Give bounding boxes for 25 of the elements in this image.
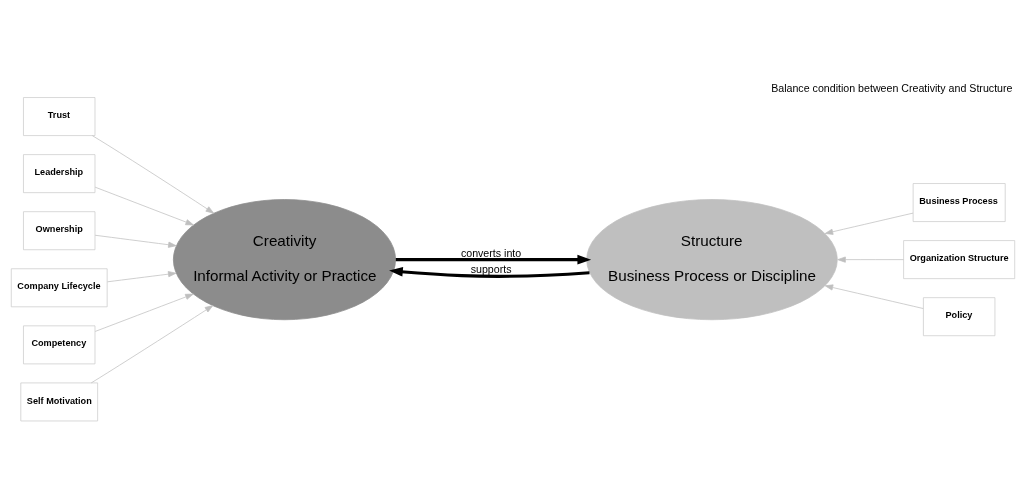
arrow: [837, 256, 904, 263]
node-box: Leadership: [23, 154, 96, 194]
node-box: Trust: [23, 97, 96, 136]
node-ellipse: Creativity Informal Activity or Practice: [173, 199, 396, 321]
arrow: [90, 305, 214, 384]
node-box: Self Motivation: [20, 382, 99, 422]
node-box: Business Process: [912, 183, 1006, 222]
edge-label: supports: [470, 262, 512, 275]
arrow: [94, 186, 194, 226]
node-ellipse: Structure Business Process or Discipline: [586, 199, 838, 321]
node-box: Ownership: [23, 211, 96, 251]
node-box: Competency: [23, 325, 96, 365]
arrow: [94, 293, 194, 332]
arrow: [389, 266, 590, 278]
diagram-title: Balance condition between Creativity and Structure: [771, 81, 1013, 94]
node-box: Organization Structure: [903, 240, 1016, 280]
arrow: [824, 284, 924, 309]
node-box: Policy: [923, 297, 996, 337]
node-box: Company Lifecycle: [10, 268, 108, 308]
edge-label: converts into: [460, 246, 522, 259]
arrow: [94, 234, 177, 248]
arrow: [91, 135, 215, 214]
arrow: [107, 271, 177, 283]
arrow: [824, 212, 914, 235]
arrow: [395, 254, 592, 265]
